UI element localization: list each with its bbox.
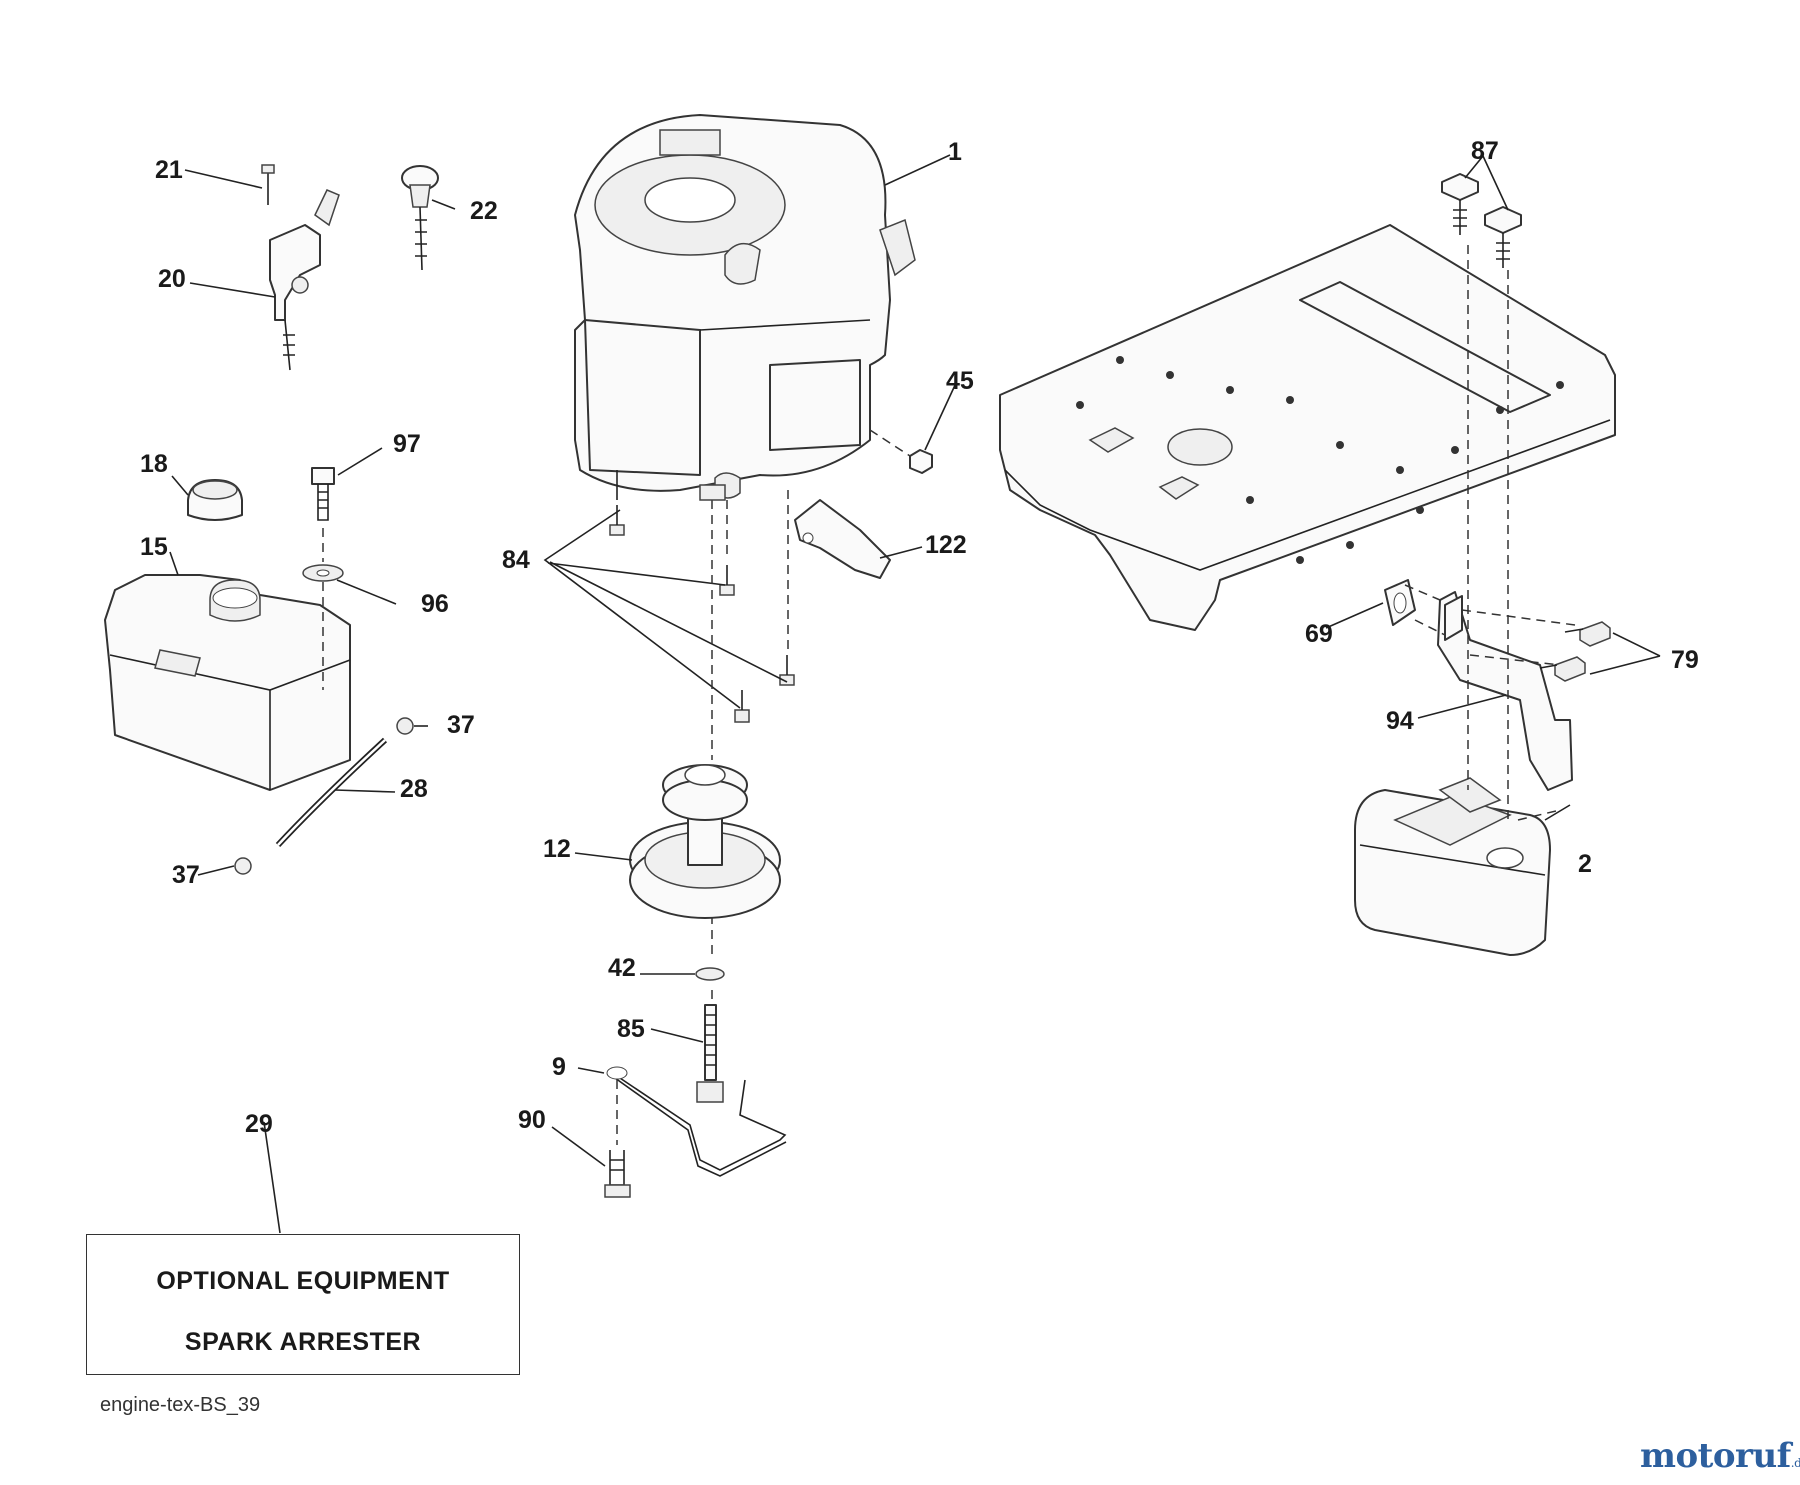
callout-45: 45 (946, 367, 974, 395)
callout-9: 9 (552, 1053, 566, 1081)
callout-85: 85 (617, 1015, 645, 1043)
callout-28: 28 (400, 775, 428, 803)
washer-bolt-part (695, 967, 725, 1103)
deflector-part (794, 499, 891, 579)
callout-90: 90 (518, 1106, 546, 1134)
callout-2: 2 (1578, 850, 1592, 878)
fuel-cap-part (187, 479, 243, 521)
callout-37-upper: 37 (447, 711, 475, 739)
throttle-control-part (261, 164, 340, 371)
callout-97: 97 (393, 430, 421, 458)
callout-1: 1 (948, 138, 962, 166)
brand-name: motoruf (1640, 1436, 1791, 1476)
bolt-washer-part (302, 467, 344, 690)
callout-84: 84 (502, 546, 530, 574)
callout-15: 15 (140, 533, 168, 561)
bracket-part (604, 1066, 787, 1198)
optional-equipment-box: OPTIONAL EQUIPMENT SPARK ARRESTER (86, 1234, 520, 1375)
hex-bolts-part (1441, 173, 1522, 268)
callout-29: 29 (245, 1110, 273, 1138)
optional-equipment-label: OPTIONAL EQUIPMENT (156, 1267, 450, 1295)
brand-watermark[interactable]: motoruf.de (1640, 1436, 1800, 1476)
brand-suffix: .de (1790, 1456, 1800, 1470)
exhaust-system-part (1354, 245, 1611, 956)
callout-18: 18 (140, 450, 168, 478)
callout-21: 21 (155, 156, 183, 184)
callout-94: 94 (1386, 707, 1414, 735)
callout-69: 69 (1305, 620, 1333, 648)
engine-part (574, 114, 916, 499)
callout-87: 87 (1471, 137, 1499, 165)
mounting-bolts-part (543, 470, 795, 723)
callout-22: 22 (470, 197, 498, 225)
pulley-part (629, 764, 781, 919)
choke-knob-part (401, 165, 439, 271)
callout-37-lower: 37 (172, 861, 200, 889)
callout-79: 79 (1671, 646, 1699, 674)
callout-12: 12 (543, 835, 571, 863)
callout-20: 20 (158, 265, 186, 293)
fuel-tank-part (104, 574, 351, 791)
leader-lines (169, 154, 1661, 1234)
nut-part (869, 429, 933, 474)
spark-arrester-label: SPARK ARRESTER (184, 1328, 422, 1356)
callout-122: 122 (925, 531, 967, 559)
crank-shaft-end (699, 484, 726, 501)
chassis-plate-part (999, 224, 1616, 631)
fuel-line-part (234, 717, 414, 875)
callout-labels: 1 2 9 12 15 18 20 21 22 28 29 37 37 42 4… (140, 137, 1699, 1138)
reference-code: engine-tex-BS_39 (100, 1394, 261, 1416)
callout-42: 42 (608, 954, 636, 982)
callout-96: 96 (421, 590, 449, 618)
